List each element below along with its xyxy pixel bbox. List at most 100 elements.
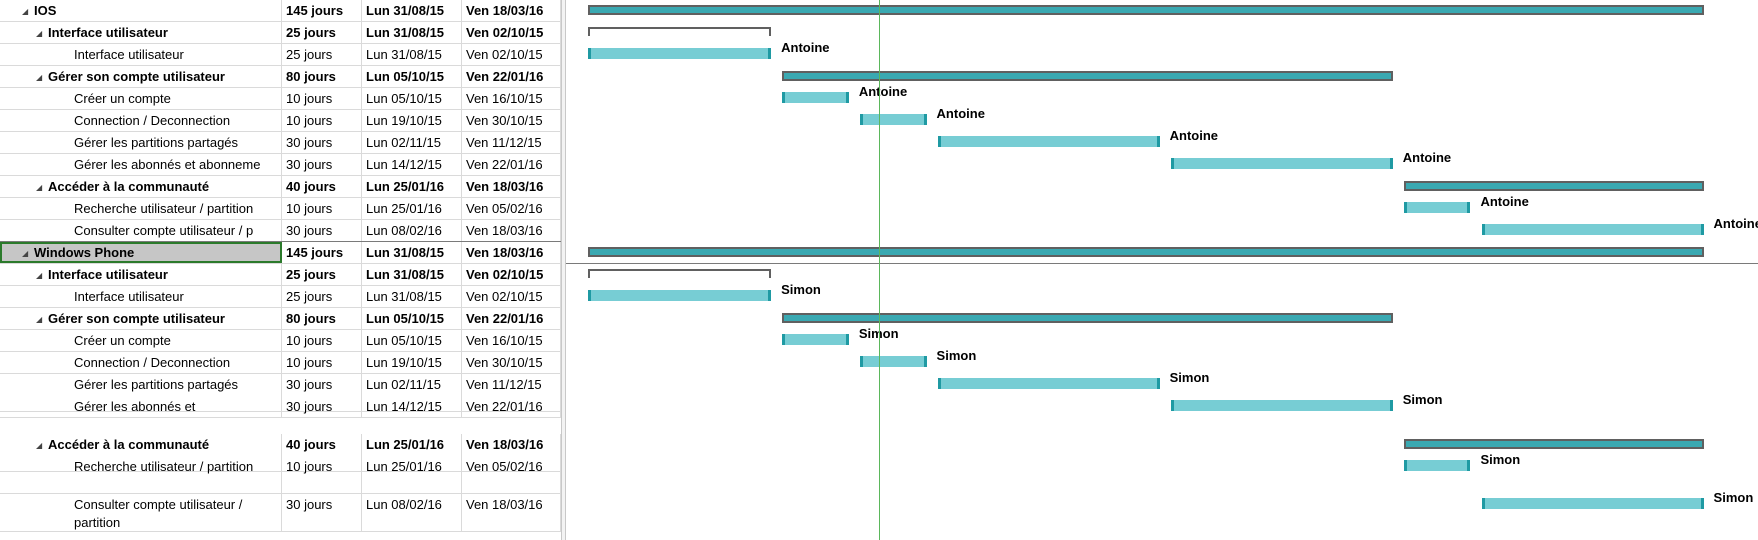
task-duration[interactable]: 10 jours [282,330,362,351]
task-end[interactable]: Ven 30/10/15 [462,110,561,131]
task-name-cell[interactable]: Connection / Deconnection [0,110,282,131]
task-name-cell[interactable]: Gérer les abonnés et abonnements [0,396,282,417]
task-name-cell[interactable]: Interface utilisateur [0,44,282,65]
task-name-cell[interactable]: Gérer les partitions partagés [0,374,282,411]
summary-bar[interactable] [782,71,1393,81]
task-bar[interactable] [1481,224,1704,235]
task-end[interactable]: Ven 18/03/16 [462,0,561,21]
task-name-cell[interactable]: ◢Interface utilisateur [0,264,282,285]
collapse-triangle-icon[interactable]: ◢ [36,29,43,38]
collapse-triangle-icon[interactable]: ◢ [36,73,43,82]
task-bar[interactable] [859,114,927,125]
task-start[interactable]: Lun 31/08/15 [362,264,462,285]
task-start[interactable]: Lun 31/08/15 [362,242,462,263]
task-start[interactable]: Lun 14/12/15 [362,396,462,417]
task-duration[interactable]: 80 jours [282,66,362,87]
task-end[interactable]: Ven 22/01/16 [462,396,561,417]
task-duration[interactable]: 10 jours [282,198,362,219]
task-duration[interactable]: 25 jours [282,44,362,65]
task-duration[interactable]: 80 jours [282,308,362,329]
task-end[interactable]: Ven 22/01/16 [462,66,561,87]
task-name-cell[interactable]: ◢Accéder à la communauté [0,176,282,197]
task-end[interactable]: Ven 05/02/16 [462,456,561,493]
task-end[interactable]: Ven 18/03/16 [462,176,561,197]
task-bar[interactable] [782,334,849,345]
summary-bar[interactable] [782,313,1393,323]
collapse-triangle-icon[interactable]: ◢ [36,183,43,192]
task-duration[interactable]: 25 jours [282,264,362,285]
collapse-triangle-icon[interactable]: ◢ [36,441,43,450]
task-start[interactable]: Lun 08/02/16 [362,494,462,531]
task-start[interactable]: Lun 05/10/15 [362,330,462,351]
summary-bar[interactable] [1403,181,1704,191]
task-end[interactable]: Ven 02/10/15 [462,286,561,307]
pane-splitter[interactable] [561,0,566,540]
task-end[interactable]: Ven 16/10/15 [462,330,561,351]
summary-bar[interactable] [588,269,772,278]
task-bar[interactable] [937,378,1160,389]
task-end[interactable]: Ven 02/10/15 [462,264,561,285]
task-start[interactable]: Lun 05/10/15 [362,308,462,329]
task-start[interactable]: Lun 19/10/15 [362,352,462,373]
task-end[interactable]: Ven 16/10/15 [462,88,561,109]
task-start[interactable]: Lun 31/08/15 [362,44,462,65]
task-name-cell[interactable]: ◢Gérer son compte utilisateur [0,308,282,329]
task-name-cell[interactable]: Connection / Deconnection [0,352,282,373]
task-start[interactable]: Lun 25/01/16 [362,456,462,493]
task-name-cell[interactable]: Recherche utilisateur / partition [0,198,282,219]
collapse-triangle-icon[interactable]: ◢ [22,249,29,258]
task-bar[interactable] [1403,460,1471,471]
task-bar[interactable] [859,356,927,367]
task-end[interactable]: Ven 11/12/15 [462,374,561,411]
task-duration[interactable]: 25 jours [282,22,362,43]
task-start[interactable]: Lun 25/01/16 [362,176,462,197]
task-duration[interactable]: 10 jours [282,110,362,131]
task-bar[interactable] [1170,158,1393,169]
task-bar[interactable] [782,92,849,103]
task-end[interactable]: Ven 18/03/16 [462,242,561,263]
task-duration[interactable]: 30 jours [282,154,362,175]
task-start[interactable]: Lun 02/11/15 [362,132,462,153]
summary-bar[interactable] [588,247,1704,257]
task-duration[interactable]: 30 jours [282,396,362,417]
task-start[interactable]: Lun 08/02/16 [362,220,462,241]
task-name-cell[interactable]: Gérer les partitions partagés [0,132,282,153]
task-duration[interactable]: 30 jours [282,220,362,241]
task-start[interactable]: Lun 02/11/15 [362,374,462,411]
task-end[interactable]: Ven 22/01/16 [462,154,561,175]
task-duration[interactable]: 30 jours [282,374,362,411]
task-bar[interactable] [588,290,772,301]
task-start[interactable]: Lun 31/08/15 [362,286,462,307]
task-end[interactable]: Ven 18/03/16 [462,434,561,471]
task-start[interactable]: Lun 25/01/16 [362,434,462,471]
task-start[interactable]: Lun 05/10/15 [362,88,462,109]
task-bar[interactable] [588,48,772,59]
task-duration[interactable]: 145 jours [282,242,362,263]
task-bar[interactable] [937,136,1160,147]
task-duration[interactable]: 30 jours [282,494,362,531]
task-name-cell[interactable]: Recherche utilisateur / partition [0,456,282,493]
collapse-triangle-icon[interactable]: ◢ [36,271,43,280]
task-duration[interactable]: 30 jours [282,132,362,153]
task-bar[interactable] [1403,202,1471,213]
task-name-cell[interactable]: Interface utilisateur [0,286,282,307]
task-name-cell[interactable]: ◢Windows Phone [0,242,282,263]
task-duration[interactable]: 25 jours [282,286,362,307]
task-duration[interactable]: 10 jours [282,88,362,109]
task-end[interactable]: Ven 30/10/15 [462,352,561,373]
